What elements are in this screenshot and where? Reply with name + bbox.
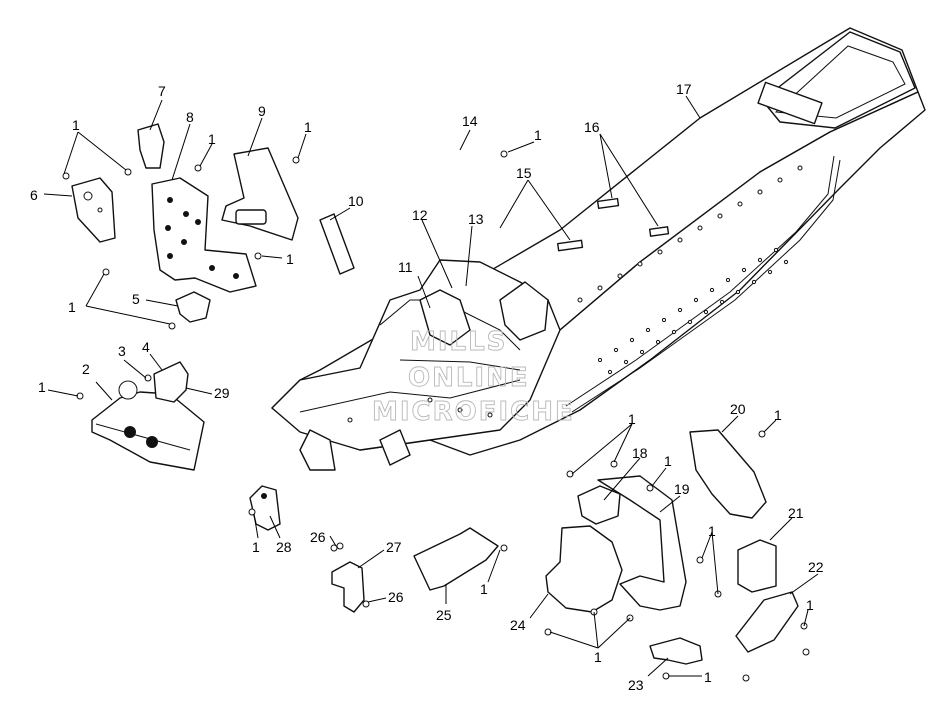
callout-8: 8 [186,109,194,125]
part-9-bracket [221,147,299,241]
callout-9: 9 [258,103,266,119]
chassis-tunnel [271,27,926,471]
part-21-plate [737,539,777,593]
part-25-plate [413,527,499,591]
callout-1: 1 [68,299,76,315]
callout-28: 28 [276,539,292,555]
callout-14: 14 [462,113,478,129]
callout-1: 1 [806,597,814,613]
callout-1: 1 [208,131,216,147]
callout-1: 1 [534,127,542,143]
watermark: MILLS ONLINE MICROFICHE [372,327,575,428]
part-27-bracket [331,561,365,613]
callout-18: 18 [632,445,648,461]
part-7-bracket [137,123,165,169]
callout-1: 1 [628,411,636,427]
callout-20: 20 [730,401,746,417]
part-6-bracket [71,177,116,243]
part-22-plate [735,591,799,653]
callout-1: 1 [72,117,80,133]
callout-25: 25 [436,607,452,623]
part-2-housing [91,380,205,471]
callout-17: 17 [676,81,692,97]
watermark-line-1: MILLS [410,327,507,357]
part-20-cover [689,429,767,519]
callout-3: 3 [118,343,126,359]
leader-lines [43,95,819,677]
callout-1: 1 [480,581,488,597]
callout-27: 27 [386,539,402,555]
callout-1: 1 [708,523,716,539]
callout-labels: 1 6 7 8 1 9 1 10 1 1 5 3 4 2 1 29 1 28 2… [30,81,824,693]
callout-1: 1 [704,669,712,685]
part-8-plate [151,177,257,293]
callout-1: 1 [286,251,294,267]
callout-22: 22 [808,559,824,575]
callout-1: 1 [38,379,46,395]
callout-29: 29 [214,385,230,401]
callout-26: 26 [310,529,326,545]
callout-2: 2 [82,361,90,377]
part-23-bracket [649,637,703,665]
watermark-line-2: ONLINE [408,363,530,393]
callout-13: 13 [468,211,484,227]
callout-23: 23 [628,677,644,693]
callout-24: 24 [510,617,526,633]
part-4-shield [153,361,189,403]
callout-6: 6 [30,187,38,203]
callout-26: 26 [388,589,404,605]
callout-11: 11 [398,259,413,275]
tunnel-holes [347,165,803,423]
callout-16: 16 [584,119,600,135]
callout-4: 4 [142,339,150,355]
callout-1: 1 [664,453,672,469]
callout-1: 1 [594,649,602,665]
part-19-brace [597,475,687,611]
callout-21: 21 [788,505,804,521]
callout-15: 15 [516,165,532,181]
callout-5: 5 [132,291,140,307]
part-28-cap [249,485,281,531]
callout-1: 1 [774,407,782,423]
callout-1: 1 [252,539,260,555]
callout-19: 19 [674,481,690,497]
part-18-mount [577,485,621,525]
part-10-strip [319,213,355,275]
callout-12: 12 [412,207,428,223]
watermark-line-3: MICROFICHE [372,397,575,427]
callout-1: 1 [304,119,312,135]
callout-10: 10 [348,193,364,209]
part-24-guard [545,525,623,613]
part-5-clip [175,291,211,323]
fasteners [62,150,810,682]
callout-7: 7 [158,83,166,99]
